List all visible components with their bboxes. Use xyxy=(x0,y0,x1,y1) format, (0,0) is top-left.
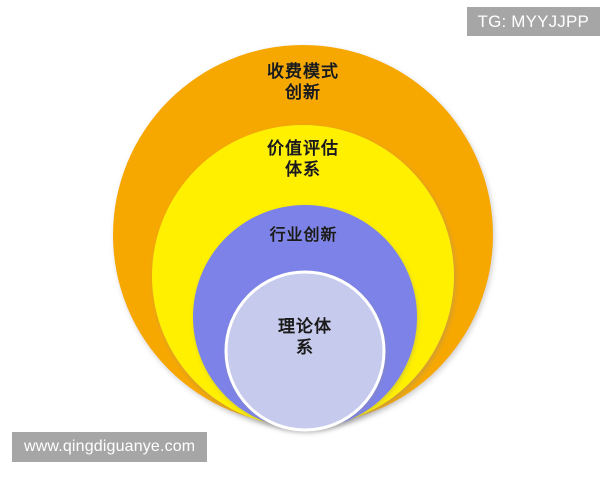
watermark-bottom-left: www.qingdiguanye.com xyxy=(12,432,208,462)
watermark-top-right: TG: MYYJJPP xyxy=(466,7,600,36)
circle-ring-inner[interactable] xyxy=(224,270,386,432)
